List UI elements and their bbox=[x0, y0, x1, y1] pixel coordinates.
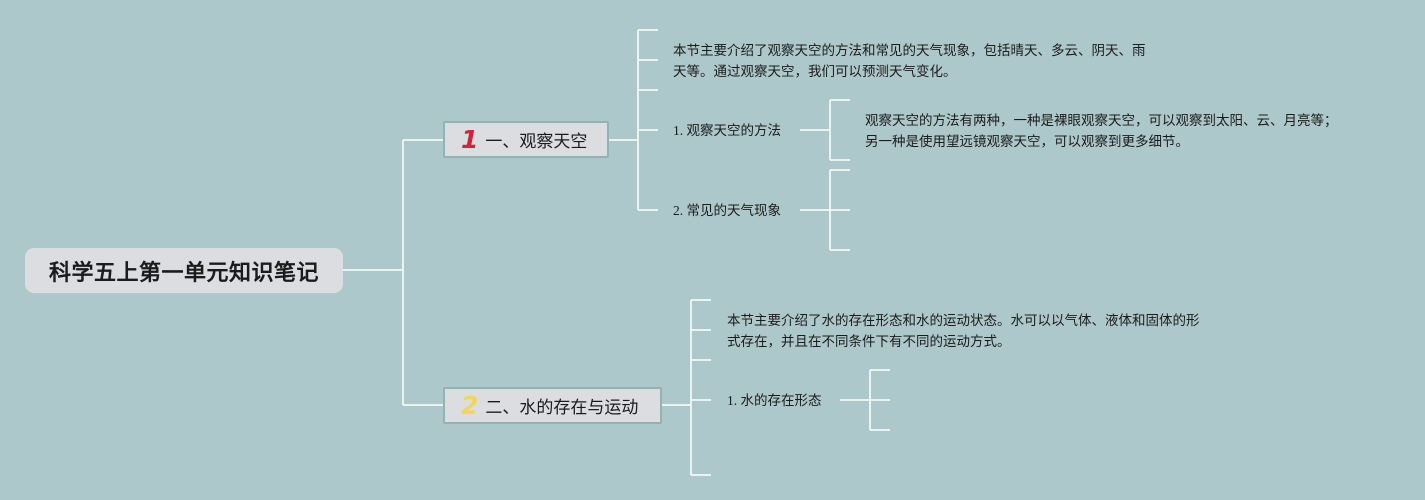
subtopic-1-2[interactable]: 2. 常见的天气现象 bbox=[673, 200, 781, 221]
connector-root bbox=[343, 139, 443, 406]
connector-subtopic-2-1 bbox=[840, 369, 890, 431]
topic-label-1: 一、观察天空 bbox=[485, 132, 588, 152]
topic-node-2[interactable]: 2 二、水的存在与运动 bbox=[443, 387, 662, 424]
summary-line: 天等。通过观察天空，我们可以预测天气变化。 bbox=[673, 64, 957, 79]
subtopic-label: 1. 水的存在形态 bbox=[727, 393, 822, 408]
detail-line: 另一种是使用望远镜观察天空，可以观察到更多细节。 bbox=[865, 134, 1189, 149]
summary-line: 本节主要介绍了观察天空的方法和常见的天气现象，包括晴天、多云、阴天、雨 bbox=[673, 43, 1146, 58]
detail-line: 观察天空的方法有两种，一种是裸眼观察天空，可以观察到太阳、云、月亮等； bbox=[865, 113, 1338, 128]
topic-label-2: 二、水的存在与运动 bbox=[485, 398, 639, 418]
topic-1-summary[interactable]: 本节主要介绍了观察天空的方法和常见的天气现象，包括晴天、多云、阴天、雨 天等。通… bbox=[673, 40, 1146, 82]
summary-line: 本节主要介绍了水的存在形态和水的运动状态。水可以以气体、液体和固体的形 bbox=[727, 313, 1200, 328]
connector-subtopic-1-2 bbox=[800, 169, 850, 251]
topic-number-1: 1 bbox=[461, 125, 479, 154]
topic-2-summary[interactable]: 本节主要介绍了水的存在形态和水的运动状态。水可以以气体、液体和固体的形 式存在，… bbox=[727, 310, 1200, 352]
subtopic-1-1-detail[interactable]: 观察天空的方法有两种，一种是裸眼观察天空，可以观察到太阳、云、月亮等； 另一种是… bbox=[865, 110, 1338, 152]
summary-line: 式存在，并且在不同条件下有不同的运动方式。 bbox=[727, 334, 1011, 349]
root-node[interactable]: 科学五上第一单元知识笔记 bbox=[25, 248, 343, 293]
root-label: 科学五上第一单元知识笔记 bbox=[48, 260, 319, 286]
subtopic-1-1[interactable]: 1. 观察天空的方法 bbox=[673, 120, 781, 141]
subtopic-label: 1. 观察天空的方法 bbox=[673, 123, 781, 138]
connector-topic-1 bbox=[609, 29, 658, 211]
subtopic-label: 2. 常见的天气现象 bbox=[673, 203, 781, 218]
connector-topic-2 bbox=[662, 299, 711, 476]
topic-number-2: 2 bbox=[461, 391, 479, 420]
connector-subtopic-1-1 bbox=[800, 99, 850, 161]
subtopic-2-1[interactable]: 1. 水的存在形态 bbox=[727, 390, 822, 411]
topic-node-1[interactable]: 1 一、观察天空 bbox=[443, 121, 609, 158]
